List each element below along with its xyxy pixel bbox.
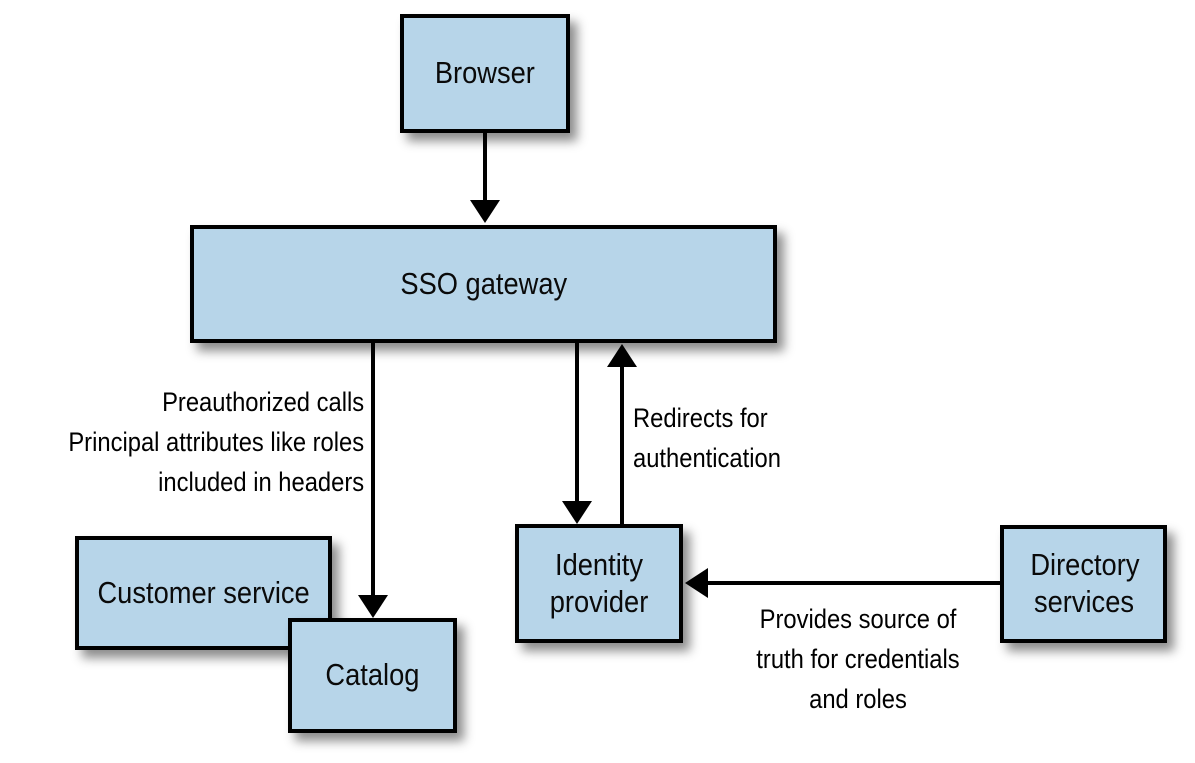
edge-label-provides-line2: truth for credentials — [756, 644, 960, 674]
node-sso-gateway: SSO gateway — [190, 225, 777, 343]
edge-label-redirects-line1: Redirects for — [633, 403, 768, 433]
node-sso-gateway-label: SSO gateway — [400, 265, 567, 301]
node-browser-label: Browser — [434, 55, 536, 91]
edge-label-preauthorized-line2: Principal attributes like roles — [68, 427, 364, 457]
edge-label-preauthorized: Preauthorized calls Principal attributes… — [68, 382, 364, 502]
node-catalog: Catalog — [288, 618, 457, 733]
edge-sso-to-catalog-line — [371, 343, 375, 597]
arrowhead-down-into-catalog — [358, 595, 388, 618]
arrowhead-left-into-identity — [685, 568, 708, 598]
edge-label-provides: Provides source of truth for credentials… — [717, 599, 999, 719]
edge-label-provides-line1: Provides source of — [759, 604, 957, 634]
edge-identity-to-sso-line — [620, 366, 624, 524]
edge-sso-to-identity-line — [575, 343, 579, 503]
node-directory-services-label: Directory services — [1029, 547, 1139, 619]
arrowhead-down-into-identity — [562, 501, 592, 524]
node-browser: Browser — [400, 14, 570, 133]
edge-label-redirects: Redirects for authentication — [633, 398, 781, 478]
node-customer-service-label: Customer service — [97, 574, 310, 610]
edge-label-redirects-line2: authentication — [633, 443, 781, 473]
arrowhead-up-into-sso — [607, 344, 637, 367]
node-catalog-label: Catalog — [325, 657, 420, 693]
node-identity-provider-label: Identity provider — [549, 546, 649, 619]
node-identity-provider: Identity provider — [515, 524, 683, 643]
edge-label-preauthorized-line3: included in headers — [157, 467, 364, 497]
edge-label-provides-line3: and roles — [809, 684, 907, 714]
node-customer-service: Customer service — [75, 536, 332, 650]
edge-label-preauthorized-line1: Preauthorized calls — [161, 387, 364, 417]
edge-browser-to-sso-line — [483, 133, 487, 203]
node-directory-services: Directory services — [1000, 525, 1167, 643]
edge-directory-to-identity-line — [707, 581, 1000, 585]
arrowhead-down-into-sso — [470, 200, 500, 223]
